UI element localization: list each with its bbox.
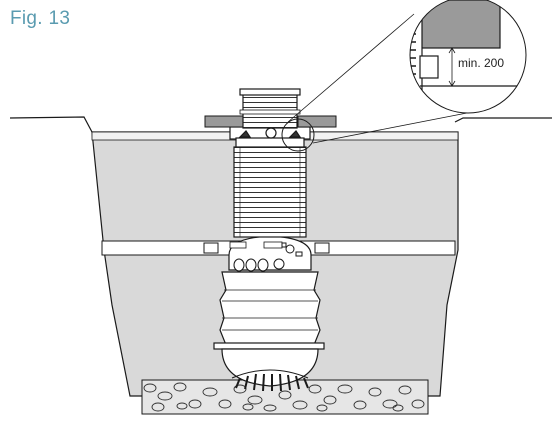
riser-collar [229, 126, 311, 148]
tank-body [213, 235, 325, 392]
telescopic-cover [239, 88, 301, 129]
dimension-marker [438, 47, 460, 87]
figure-label: Fig. 13 [10, 8, 71, 29]
support-block-left [204, 115, 244, 128]
magnified-detail [409, 0, 527, 114]
detail-marker-circle [281, 118, 315, 152]
detail-leader-lines [287, 13, 473, 144]
ground-surface [9, 116, 552, 133]
riser-shaft [233, 146, 307, 238]
support-block-right [297, 115, 337, 128]
gravel-bed [141, 379, 429, 415]
dimension-label: min. 200 [458, 56, 504, 70]
